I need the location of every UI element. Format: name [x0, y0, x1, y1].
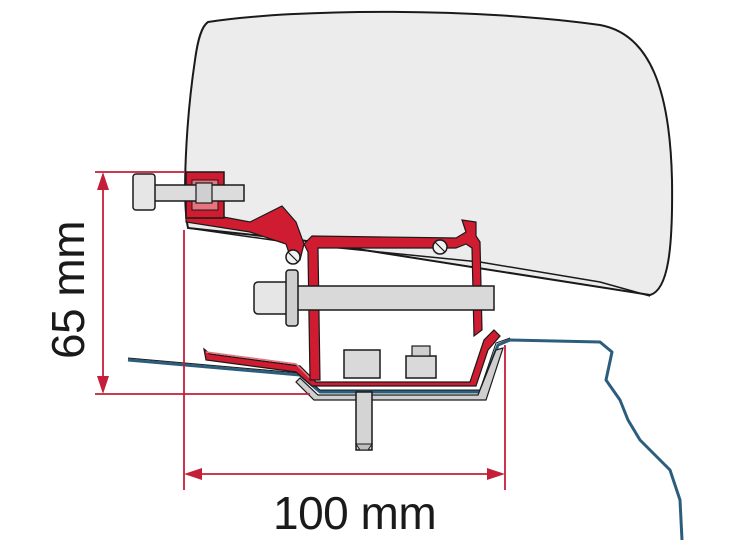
awning-housing [184, 10, 674, 297]
vehicle-roof-line [127, 338, 684, 541]
width-dimension [183, 230, 506, 490]
clamp-nut [195, 182, 213, 204]
vehicle-roof-line-inner [127, 337, 511, 391]
screw-right [432, 239, 448, 255]
inner-nut-right [405, 345, 437, 379]
width-dimension-label: 100 mm [273, 487, 437, 539]
screw-left [285, 249, 301, 265]
adapter-u-frame [303, 219, 483, 381]
bottom-bolt [355, 391, 373, 451]
main-bolt-washer [285, 269, 299, 327]
height-dimension-label: 65 mm [42, 220, 94, 360]
adapter-lower-plate-highlight [205, 351, 313, 381]
inner-nut-left [343, 349, 381, 379]
height-dimension [95, 171, 310, 395]
bottom-bolt-tip [355, 443, 373, 451]
adapter-lower-plate [203, 329, 501, 387]
clamp-bolt-head [132, 173, 156, 211]
main-bolt-shaft [295, 285, 495, 311]
